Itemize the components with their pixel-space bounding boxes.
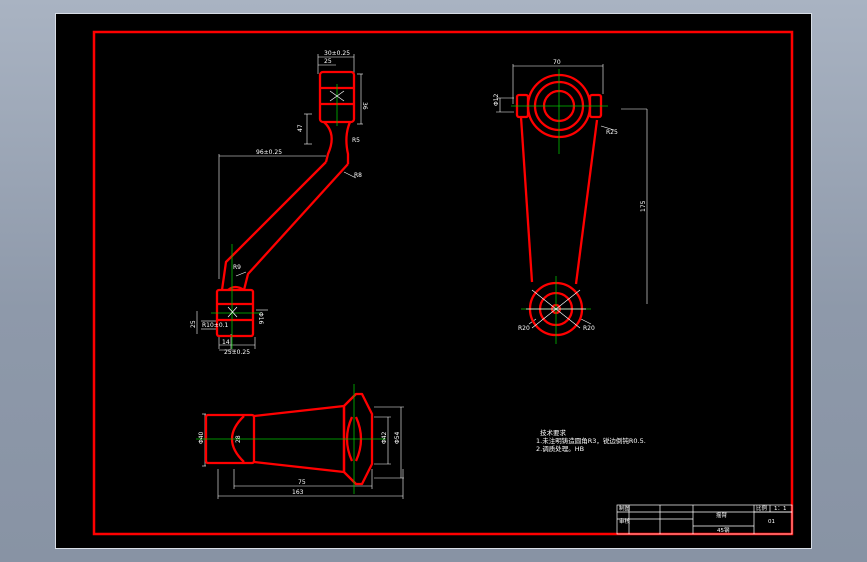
dim-bottom-tol: R10±0.1: [202, 322, 229, 329]
dim-top-inner: 25: [324, 58, 332, 65]
dim-bottom-width: 25±0.25: [224, 349, 250, 356]
side-view-dimensions: [196, 54, 363, 351]
engineering-drawing: 30±0.25 25 36 47 R5 96±0.25 R8 R9 Φ16 25…: [92, 30, 794, 536]
dim-arm-radius-upper: R8: [354, 172, 362, 179]
top-view-centerlines: [196, 384, 386, 494]
technical-notes: 技术要求 1.未注明铸造圆角R3，锐边倒钝R0.5. 2.调质处理。HB: [536, 428, 646, 453]
front-view-centerlines: [511, 69, 608, 344]
title-material: 45钢: [717, 526, 730, 534]
dim-arm-radius-lower: R9: [233, 264, 241, 271]
dim-front-top-width: 70: [553, 59, 561, 66]
dim-top-left-height: Φ40: [198, 431, 205, 444]
side-view-dim-labels: 30±0.25 25 36 47 R5 96±0.25 R8 R9 Φ16 25…: [190, 50, 368, 356]
dim-top-radius: R5: [352, 137, 360, 144]
front-view-dim-labels: 70 Φ12 R25 175 R20 R20: [493, 59, 647, 332]
title-scale-label: 比例: [756, 504, 768, 512]
title-checked-label: 审核: [619, 517, 631, 525]
dim-top-bottom-overall: 163: [292, 489, 304, 496]
side-view-centerlines: [211, 84, 338, 349]
notes-line2: 2.调质处理。HB: [536, 444, 584, 453]
dim-top-right-inner-height: Φ42: [381, 431, 388, 444]
front-view: 70 Φ12 R25 175 R20 R20: [493, 59, 648, 344]
title-sheet-value: 01: [768, 519, 775, 525]
side-view-details: [227, 90, 345, 318]
dim-front-boss-radius: R25: [606, 129, 618, 136]
cad-viewport[interactable]: 30±0.25 25 36 47 R5 96±0.25 R8 R9 Φ16 25…: [55, 13, 812, 549]
dim-neck-height: 47: [297, 124, 304, 132]
notes-line1: 1.未注明铸造圆角R3，锐边倒钝R0.5.: [536, 436, 646, 445]
title-block: 制图 审核 摇臂 45钢 比例 1：1 01: [616, 504, 793, 535]
dim-horizontal-span: 96±0.25: [256, 149, 282, 156]
side-view-outline: [215, 70, 356, 338]
notes-title: 技术要求: [540, 428, 567, 437]
dim-front-bottom-right-radius: R20: [583, 325, 595, 332]
top-view-dim-labels: Φ40 28 Φ42 Φ54 75 163: [198, 431, 401, 496]
front-view-rays: [526, 289, 586, 329]
dim-top-height: 36: [361, 102, 368, 110]
front-view-dimensions: [496, 64, 648, 325]
dim-front-top-left-dia: Φ12: [493, 93, 500, 106]
title-scale-value: 1：1: [774, 506, 787, 512]
side-view: 30±0.25 25 36 47 R5 96±0.25 R8 R9 Φ16 25…: [190, 50, 368, 356]
dim-bottom-left: 25: [190, 320, 197, 328]
dim-front-overall-height: 175: [640, 200, 647, 212]
top-view: Φ40 28 Φ42 Φ54 75 163: [196, 384, 404, 499]
dim-top-bottom-inner: 75: [298, 479, 306, 486]
title-part-name: 摇臂: [716, 511, 728, 519]
dim-bottom-dia: Φ16: [257, 312, 264, 325]
dim-top-width: 30±0.25: [324, 50, 350, 57]
title-drawn-label: 制图: [619, 504, 631, 512]
dim-bottom-small: 14: [222, 339, 230, 346]
dim-top-right-outer-height: Φ54: [394, 431, 401, 444]
dim-top-left-inner: 28: [235, 435, 242, 443]
dim-front-bottom-left-radius: R20: [518, 325, 530, 332]
drawing-frame: [92, 30, 794, 536]
